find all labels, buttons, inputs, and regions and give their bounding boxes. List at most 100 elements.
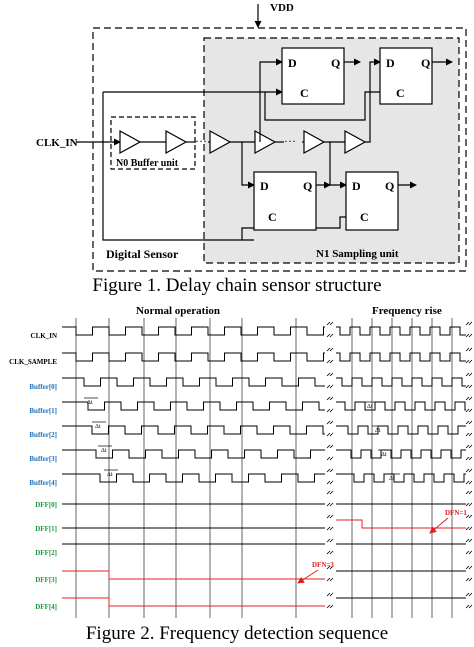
dff-top-1-q: Q [331, 56, 340, 70]
dfn1-label: DFN=1 [445, 509, 467, 517]
break-mark [326, 396, 334, 413]
dff-top-2-q: Q [421, 56, 430, 70]
dff-top-1 [281, 47, 345, 105]
waveform-rise [336, 352, 466, 362]
vdd-label: VDD [270, 2, 294, 14]
break-mark [465, 444, 473, 461]
break-mark [465, 592, 473, 609]
break-mark [465, 565, 473, 582]
break-mark [326, 538, 334, 555]
timing-diagram: Normal operation Frequency rise CLK_IN CL… [9, 305, 473, 618]
signal-label: CLK_IN [31, 332, 57, 340]
waveform-normal [62, 352, 325, 362]
dff-low-2 [345, 171, 399, 231]
dff-low-1-q: Q [303, 179, 312, 193]
delay-chain-sensor-diagram: VDD Digital Sensor N1 Sampling unit N0 B… [36, 2, 467, 272]
break-mark [465, 514, 473, 531]
signal-label: CLK_SAMPLE [9, 358, 57, 366]
break-mark [465, 490, 473, 507]
dff-waveform [62, 597, 325, 607]
break-mark [465, 321, 473, 338]
dfn3-arrow [297, 569, 319, 584]
dff-top-1-d: D [288, 56, 297, 70]
dff-waveform-rise [336, 519, 466, 529]
signal-label: DFF[1] [35, 525, 57, 533]
dff-low-1-d: D [260, 179, 269, 193]
dff-top-2-d: D [386, 56, 395, 70]
sampling-unit-label: N1 Sampling unit [316, 248, 399, 260]
delay-label: Δt [367, 404, 373, 410]
delay-label: Δt [381, 452, 387, 458]
clk-c-wire-low [102, 142, 254, 241]
figure-2-caption: Figure 2. Frequency detection sequence [85, 623, 389, 644]
break-mark [465, 347, 473, 364]
delay-label: Δt [87, 400, 93, 406]
break-mark [326, 347, 334, 364]
dff-low-2-d: D [352, 179, 361, 193]
dff-low-1-c: C [268, 210, 277, 224]
dff-low-1 [253, 171, 317, 231]
waveform-rise [336, 401, 466, 411]
normal-operation-label: Normal operation [136, 305, 220, 317]
break-mark [326, 592, 334, 609]
break-mark [326, 420, 334, 437]
signal-label: DFF[3] [35, 576, 57, 584]
clk-c-wire-low2 [241, 216, 346, 240]
buffer-triangle-5 [303, 129, 326, 155]
break-mark [465, 468, 473, 485]
waveform-normal [62, 425, 325, 435]
ellipsis-2: ··· [284, 134, 296, 148]
waveform-rise [336, 473, 466, 483]
dfn1-arrow [429, 517, 449, 534]
signal-label: Buffer[4] [29, 479, 57, 487]
buffer-triangle-1 [119, 129, 142, 155]
dff-low-2-q: Q [385, 179, 394, 193]
dff-low-2-c: C [360, 210, 369, 224]
waveform-rise [336, 449, 466, 459]
signal-label: Buffer[1] [29, 407, 57, 415]
figure-1-caption: Figure 1. Delay chain sensor structure [92, 275, 382, 296]
break-mark [326, 490, 334, 507]
digital-sensor-label: Digital Sensor [106, 247, 179, 261]
waveform-rise [336, 425, 466, 435]
timing-gridlines [75, 318, 453, 618]
delay-label: Δt [375, 428, 381, 434]
dff-top-1-c: C [300, 86, 309, 100]
break-mark [326, 565, 334, 582]
break-mark [326, 372, 334, 389]
break-mark [465, 538, 473, 555]
break-mark [465, 396, 473, 413]
break-mark [465, 372, 473, 389]
frequency-rise-label: Frequency rise [372, 305, 442, 317]
signal-waveforms [62, 326, 466, 607]
delay-label: Δt [101, 448, 107, 454]
buffer-unit-label: N0 Buffer unit [116, 158, 179, 169]
signal-label: Buffer[2] [29, 431, 57, 439]
waveform-rise [336, 326, 466, 336]
delay-label: Δt [95, 424, 101, 430]
waveform-rise [336, 377, 466, 387]
tap-d-top1 [259, 58, 283, 142]
dfn3-label: DFN=3 [312, 561, 334, 569]
delay-label: Δt [389, 476, 395, 482]
break-mark [465, 420, 473, 437]
break-mark [326, 514, 334, 531]
waveform-normal [62, 326, 325, 336]
dff-waveform [62, 570, 325, 580]
buffer-triangle-6 [344, 129, 367, 155]
clk-in-label: CLK_IN [36, 137, 78, 149]
break-mark [326, 321, 334, 338]
break-mark [326, 444, 334, 461]
dff-top-2 [379, 47, 433, 105]
signal-label: Buffer[3] [29, 455, 57, 463]
delay-label: Δt [107, 472, 113, 478]
signal-label: Buffer[0] [29, 383, 57, 391]
waveform-normal [62, 377, 325, 387]
signal-label: DFF[0] [35, 501, 57, 509]
waveform-normal [62, 473, 325, 483]
buffer-triangle-2 [165, 129, 188, 155]
buffer-unit-box [110, 116, 196, 170]
dff-top-2-c: C [396, 86, 405, 100]
